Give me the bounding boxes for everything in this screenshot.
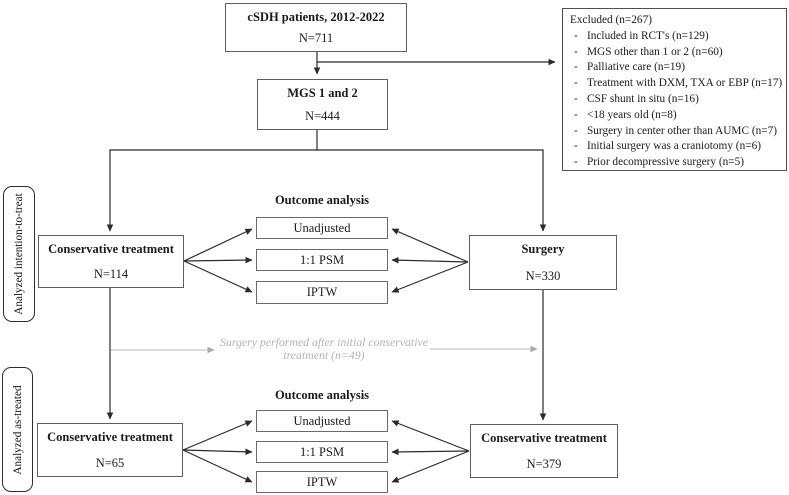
box-conservative-itt: Conservative treatment N=114 xyxy=(38,235,184,288)
fan-itt-left-unadjusted xyxy=(183,228,253,262)
crossover-note: Surgery performed after initial conserva… xyxy=(218,336,430,362)
excluded-item: CSF shunt in situ (n=16) xyxy=(570,92,781,108)
side-label-as-treated: Analyzed as-treated xyxy=(2,367,33,492)
fan-at-right-unadjusted xyxy=(391,420,470,452)
box-conservative379-title: Conservative treatment xyxy=(481,431,607,445)
box-unadjusted-itt: Unadjusted xyxy=(256,217,388,239)
fan-itt-right-psm xyxy=(391,256,469,264)
excluded-title: Excluded (n=267) xyxy=(570,14,652,26)
box-surgery: Surgery N=330 xyxy=(469,235,617,290)
box-conservative-itt-title: Conservative treatment xyxy=(48,242,174,256)
excluded-item: Initial surgery was a craniotomy (n=6) xyxy=(570,139,781,155)
box-surgery-title: Surgery xyxy=(521,242,565,256)
excluded-item: Included in RCT's (n=129) xyxy=(570,29,781,45)
box-csdh-title: cSDH patients, 2012-2022 xyxy=(247,10,385,24)
outcome-title-itt: Outcome analysis xyxy=(274,193,370,207)
excluded-item: Surgery in center other than AUMC (n=7) xyxy=(570,124,781,140)
box-csdh-n: N=711 xyxy=(298,31,334,45)
fan-at-left-psm xyxy=(182,448,253,456)
outcome-title-at: Outcome analysis xyxy=(274,388,370,402)
box-surgery-n: N=330 xyxy=(525,269,561,283)
box-iptw-itt: IPTW xyxy=(256,281,388,304)
fan-itt-right-unadjusted xyxy=(391,228,469,263)
excluded-list: Included in RCT's (n=129) MGS other than… xyxy=(570,29,782,171)
box-conservative-at-n: N=65 xyxy=(95,456,125,470)
box-mgs: MGS 1 and 2 N=444 xyxy=(257,79,388,130)
box-conservative-at: Conservative treatment N=65 xyxy=(37,423,183,477)
excluded-item: Prior decompressive surgery (n=5) xyxy=(570,155,781,171)
excluded-item: Palliative care (n=19) xyxy=(570,60,781,76)
box-conservative-itt-n: N=114 xyxy=(93,267,129,281)
excluded-item: <18 years old (n=8) xyxy=(570,108,781,124)
fan-itt-right-iptw xyxy=(391,261,469,293)
excluded-item: Treatment with DXM, TXA or EBP (n=17) xyxy=(570,76,782,92)
side-label-itt-text: Analyzed intention-to-treat xyxy=(13,193,25,315)
fan-itt-left-psm xyxy=(183,256,253,264)
box-psm-at: 1:1 PSM xyxy=(256,441,388,463)
box-conservative-at-title: Conservative treatment xyxy=(47,430,173,444)
fan-at-right-iptw xyxy=(391,450,470,483)
crossover-note-line1: Surgery performed after initial conserva… xyxy=(220,335,428,349)
box-csdh-patients: cSDH patients, 2012-2022 N=711 xyxy=(225,3,407,52)
fan-at-right-psm xyxy=(391,448,470,456)
box-mgs-n: N=444 xyxy=(305,109,340,123)
box-unadjusted-at: Unadjusted xyxy=(256,410,388,432)
fan-at-left-iptw xyxy=(182,449,253,483)
box-conservative379-at: Conservative treatment N=379 xyxy=(470,424,618,478)
box-excluded: Excluded (n=267) Included in RCT's (n=12… xyxy=(562,8,787,171)
box-conservative379-n: N=379 xyxy=(526,457,562,471)
box-psm-itt: 1:1 PSM xyxy=(256,249,388,271)
box-mgs-title: MGS 1 and 2 xyxy=(287,86,358,100)
excluded-item: MGS other than 1 or 2 (n=60) xyxy=(570,45,781,61)
fan-itt-left-iptw xyxy=(183,260,253,293)
side-label-intention-to-treat: Analyzed intention-to-treat xyxy=(3,186,35,322)
box-iptw-at: IPTW xyxy=(256,471,388,493)
fan-at-left-unadjusted xyxy=(182,420,253,451)
side-label-at-text: Analyzed as-treated xyxy=(11,384,24,475)
crossover-note-line2: treatment (n=49) xyxy=(283,348,365,362)
